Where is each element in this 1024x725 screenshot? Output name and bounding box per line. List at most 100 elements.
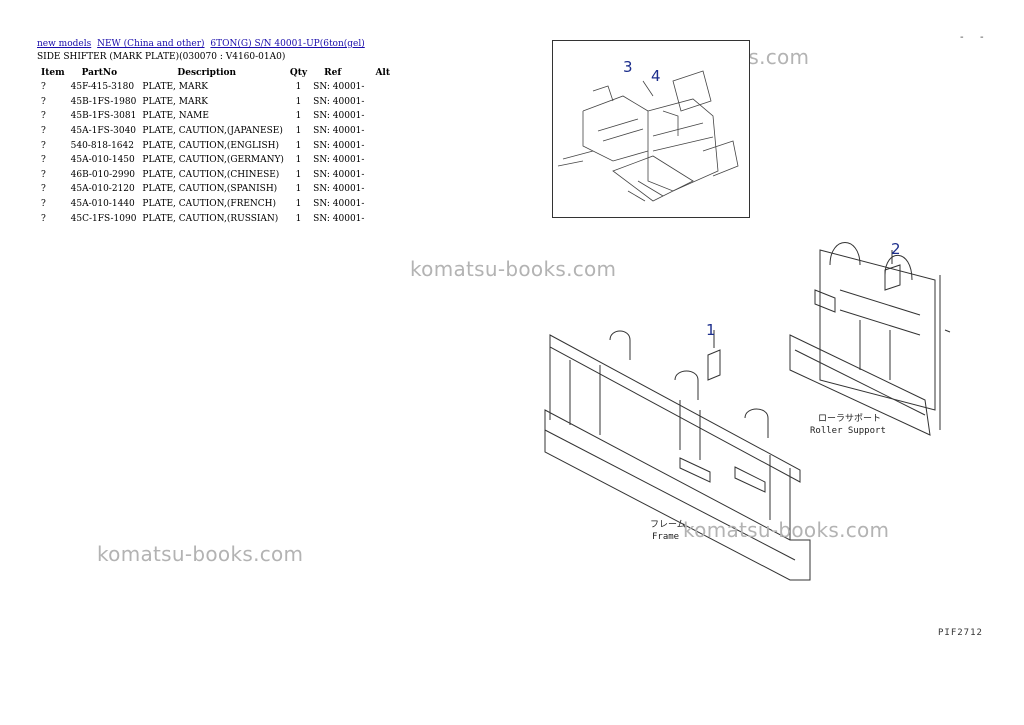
cell-item: ? bbox=[41, 126, 46, 137]
table-header-row: Item PartNo Description Qty Ref Alt bbox=[37, 66, 393, 80]
cell-partno: 45A-010-1440 bbox=[70, 199, 135, 210]
inset-diagram: 3 4 bbox=[552, 40, 750, 218]
cell-qty: 1 bbox=[295, 169, 302, 180]
cell-alt bbox=[367, 168, 393, 183]
drawing-code: PIF2712 bbox=[938, 628, 983, 638]
cell-partno: 45A-010-1450 bbox=[70, 155, 135, 166]
table-row: ? 45C-1FS-1090 PLATE, CAUTION,(RUSSIAN) 1 SN… bbox=[37, 211, 393, 226]
watermark: komatsu-books.com bbox=[97, 542, 304, 566]
corner-mark: - bbox=[980, 32, 984, 43]
cell-item: ? bbox=[41, 155, 46, 166]
breadcrumb-link-region[interactable]: NEW (China and other) bbox=[97, 39, 205, 49]
cell-ref: SN: 40001- bbox=[313, 82, 365, 93]
watermark: komatsu-books.com bbox=[410, 257, 617, 281]
cell-item: ? bbox=[41, 213, 46, 224]
cell-ref: SN: 40001- bbox=[313, 126, 365, 137]
cell-item: ? bbox=[41, 169, 46, 180]
breadcrumb-link-new-models[interactable]: new models bbox=[37, 39, 92, 49]
table-row: ? 45F-415-3180 PLATE, MARK 1 SN: 40001- bbox=[37, 80, 393, 95]
cell-qty: 1 bbox=[295, 82, 302, 93]
callout-2: 2 bbox=[891, 240, 901, 258]
cell-description: PLATE, CAUTION,(ENGLISH) bbox=[142, 140, 280, 151]
callout-1: 1 bbox=[706, 321, 716, 339]
roller-support-label-jp: ローラサポート bbox=[818, 414, 882, 424]
col-header-item: Item bbox=[41, 68, 65, 78]
callout-4: 4 bbox=[651, 67, 661, 85]
table-row: ? 46B-010-2990 PLATE, CAUTION,(CHINESE) 1 SN… bbox=[37, 168, 393, 183]
corner-mark: - bbox=[960, 32, 964, 43]
cell-partno: 45A-1FS-3040 bbox=[70, 126, 137, 137]
cell-ref: SN: 40001- bbox=[313, 140, 365, 151]
cell-alt bbox=[367, 197, 393, 212]
cell-alt bbox=[367, 95, 393, 110]
cell-alt bbox=[367, 124, 393, 139]
cell-item: ? bbox=[41, 140, 46, 151]
cell-qty: 1 bbox=[295, 126, 302, 137]
cell-item: ? bbox=[41, 96, 46, 107]
cell-alt bbox=[367, 109, 393, 124]
cell-description: PLATE, CAUTION,(RUSSIAN) bbox=[142, 213, 279, 224]
col-header-ref: Ref bbox=[324, 68, 342, 78]
cell-ref: SN: 40001- bbox=[313, 155, 365, 166]
cell-alt bbox=[367, 182, 393, 197]
frame-label: Frame bbox=[652, 532, 680, 542]
cell-description: PLATE, CAUTION,(FRENCH) bbox=[142, 199, 277, 210]
col-header-partno: PartNo bbox=[81, 68, 118, 78]
cell-qty: 1 bbox=[295, 199, 302, 210]
cell-qty: 1 bbox=[295, 155, 302, 166]
table-row: ? 45B-1FS-3081 PLATE, NAME 1 SN: 40001- bbox=[37, 109, 393, 124]
breadcrumb-link-model[interactable]: 6TON(G) S/N 40001-UP(6ton(gel) bbox=[210, 39, 365, 49]
cell-description: PLATE, MARK bbox=[142, 96, 208, 107]
table-row: ? 45A-010-2120 PLATE, CAUTION,(SPANISH) 1 SN… bbox=[37, 182, 393, 197]
side-shifter-diagram: 1 2 ローラサポート Roller Support フレーム Frame bbox=[540, 220, 960, 594]
cell-alt bbox=[367, 138, 393, 153]
cell-ref: SN: 40001- bbox=[313, 111, 365, 122]
table-row: ? 45B-1FS-1980 PLATE, MARK 1 SN: 40001- bbox=[37, 95, 393, 110]
cell-ref: SN: 40001- bbox=[313, 184, 365, 195]
breadcrumb: new models NEW (China and other) 6TON(G)… bbox=[37, 39, 368, 49]
cell-ref: SN: 40001- bbox=[313, 96, 365, 107]
table-row: ? 45A-010-1450 PLATE, CAUTION,(GERMANY) 1 SN… bbox=[37, 153, 393, 168]
col-header-qty: Qty bbox=[289, 68, 308, 78]
cell-description: PLATE, MARK bbox=[142, 82, 208, 93]
watermark: komatsu-books.com bbox=[683, 518, 890, 542]
side-shifter-drawing bbox=[544, 242, 951, 581]
cell-description: PLATE, CAUTION,(SPANISH) bbox=[142, 184, 278, 195]
cell-description: PLATE, CAUTION,(JAPANESE) bbox=[142, 126, 283, 137]
cell-partno: 46B-010-2990 bbox=[70, 169, 136, 180]
page-title: SIDE SHIFTER (MARK PLATE)(030070 : V4160… bbox=[37, 52, 286, 62]
cell-description: PLATE, CAUTION,(GERMANY) bbox=[142, 155, 284, 166]
col-header-description: Description bbox=[177, 68, 237, 78]
cell-description: PLATE, CAUTION,(CHINESE) bbox=[142, 169, 280, 180]
cell-item: ? bbox=[41, 111, 46, 122]
cell-partno: 45C-1FS-1090 bbox=[70, 213, 137, 224]
frame-label-jp: フレーム bbox=[650, 520, 686, 530]
cell-qty: 1 bbox=[295, 140, 302, 151]
cell-partno: 45B-1FS-1980 bbox=[70, 96, 137, 107]
cell-qty: 1 bbox=[295, 111, 302, 122]
cell-partno: 45A-010-2120 bbox=[70, 184, 135, 195]
cell-qty: 1 bbox=[295, 96, 302, 107]
cell-alt bbox=[367, 80, 393, 95]
cell-qty: 1 bbox=[295, 213, 302, 224]
cell-alt bbox=[367, 153, 393, 168]
cell-description: PLATE, NAME bbox=[142, 111, 209, 122]
cell-partno: 45F-415-3180 bbox=[70, 82, 135, 93]
parts-table: Item PartNo Description Qty Ref Alt ? 45F… bbox=[37, 66, 393, 226]
cell-ref: SN: 40001- bbox=[313, 199, 365, 210]
cell-ref: SN: 40001- bbox=[313, 213, 365, 224]
callout-3: 3 bbox=[623, 58, 633, 76]
cell-alt bbox=[367, 211, 393, 226]
table-row: ? 540-818-1642 PLATE, CAUTION,(ENGLISH) 1 SN… bbox=[37, 138, 393, 153]
cell-item: ? bbox=[41, 184, 46, 195]
cell-item: ? bbox=[41, 82, 46, 93]
cell-ref: SN: 40001- bbox=[313, 169, 365, 180]
cell-qty: 1 bbox=[295, 184, 302, 195]
col-header-alt: Alt bbox=[375, 68, 391, 78]
cell-partno: 540-818-1642 bbox=[70, 140, 134, 151]
roller-support-label: Roller Support bbox=[810, 426, 886, 436]
cell-partno: 45B-1FS-3081 bbox=[70, 111, 137, 122]
